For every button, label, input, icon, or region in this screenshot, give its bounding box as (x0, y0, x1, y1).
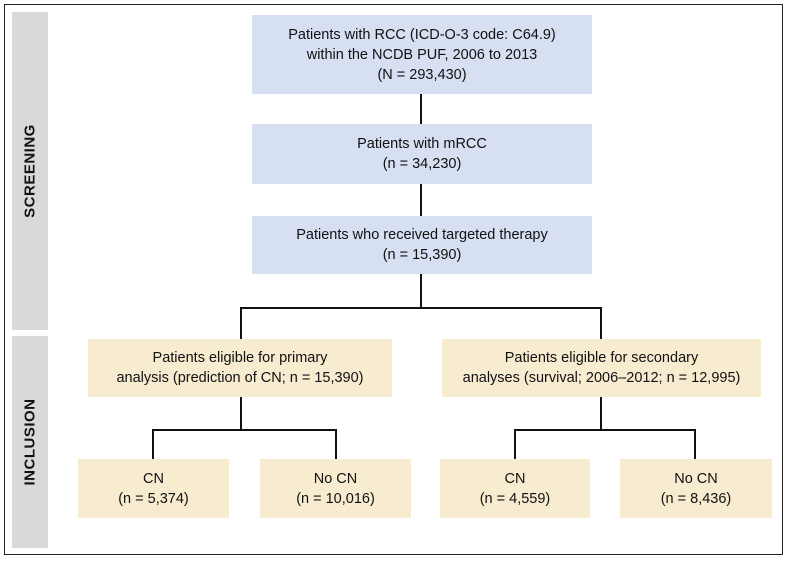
inclusion-label: INCLUSION (21, 398, 39, 486)
secondary-right-drop (694, 429, 696, 459)
box-count: (n = 4,559) (479, 490, 551, 507)
box-secondary-cn: CN (n = 4,559) (440, 459, 590, 518)
box-line: No CN (674, 470, 718, 487)
box-targeted-therapy: Patients who received targeted therapy (… (252, 216, 592, 274)
screening-section-bar: SCREENING (12, 12, 48, 330)
box-secondary-analyses: Patients eligible for secondary analyses… (442, 339, 761, 397)
box-count: (n = 34,230) (382, 156, 462, 172)
branch-right-drop (600, 307, 602, 339)
secondary-horizontal (514, 429, 696, 431)
branch-horizontal (240, 307, 602, 309)
box-line: Patients eligible for secondary (504, 350, 699, 366)
primary-stem (240, 397, 242, 430)
primary-left-drop (152, 429, 154, 459)
connector-1 (420, 94, 422, 124)
connector-3 (420, 274, 422, 308)
box-count: (N = 293,430) (377, 66, 467, 83)
box-primary-no-cn: No CN (n = 10,016) (260, 459, 411, 518)
box-all-rcc-patients: Patients with RCC (ICD-O-3 code: C64.9) … (252, 15, 592, 94)
box-mrcc-patients: Patients with mRCC (n = 34,230) (252, 124, 592, 184)
box-count: (n = 5,374) (118, 490, 189, 507)
box-secondary-no-cn: No CN (n = 8,436) (620, 459, 772, 518)
box-line: CN (143, 470, 164, 487)
primary-horizontal (152, 429, 337, 431)
box-line: Patients with mRCC (357, 136, 487, 152)
box-count: (n = 10,016) (296, 490, 375, 507)
box-line: Patients who received targeted therapy (296, 227, 548, 243)
box-primary-cn: CN (n = 5,374) (78, 459, 229, 518)
secondary-left-drop (514, 429, 516, 459)
connector-2 (420, 184, 422, 216)
box-line: Patients eligible for primary (152, 350, 328, 366)
box-count: (n = 8,436) (660, 490, 732, 507)
box-line: analysis (prediction of CN; n = 15,390) (116, 370, 364, 386)
box-line: Patients with RCC (ICD-O-3 code: C64.9) (288, 26, 556, 43)
box-line: No CN (313, 470, 358, 487)
branch-left-drop (240, 307, 242, 339)
box-line: within the NCDB PUF, 2006 to 2013 (306, 46, 538, 63)
screening-label: SCREENING (21, 124, 39, 218)
inclusion-section-bar: INCLUSION (12, 336, 48, 548)
secondary-stem (600, 397, 602, 430)
box-count: (n = 15,390) (382, 247, 462, 263)
box-line: CN (504, 470, 526, 487)
primary-right-drop (335, 429, 337, 459)
box-line: analyses (survival; 2006–2012; n = 12,99… (462, 370, 741, 386)
diagram-frame (4, 4, 783, 555)
box-primary-analysis: Patients eligible for primary analysis (… (88, 339, 392, 397)
